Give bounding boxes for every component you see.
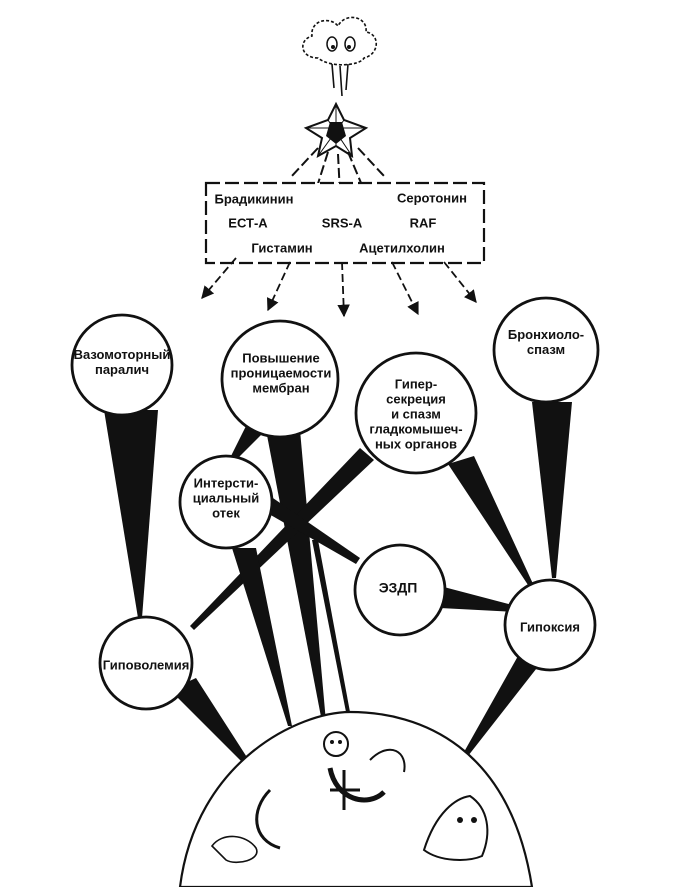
node-hypoxia: Гипоксия — [520, 619, 580, 635]
node-bronchiolospasm: Бронхиоло- спазм — [507, 327, 585, 357]
circle-hypersecretion — [354, 351, 478, 475]
circle-ezdp — [353, 543, 447, 637]
mediator-acetylcholine: Ацетилхолин — [359, 240, 445, 256]
mediator-box — [204, 181, 486, 265]
node-hypersecretion-spasm: Гипер- секреция и спазм гладкомышеч- ных… — [369, 376, 463, 452]
circle-permeability — [220, 319, 340, 439]
node-circles — [70, 296, 600, 711]
mediator-raf: RAF — [409, 215, 437, 231]
antigen-cloud-icon — [302, 16, 378, 97]
earth-globe-icon — [178, 710, 534, 887]
node-membrane-permeability: Повышение проницаемости мембран — [230, 350, 332, 396]
connectors — [104, 402, 572, 766]
circle-hypovolemia — [98, 615, 194, 711]
circle-edema — [178, 454, 274, 550]
node-ezdp: ЭЗДП — [378, 579, 418, 596]
circle-vasomotor — [70, 313, 174, 417]
node-vasomotor-paralysis: Вазомоторный паралич — [73, 347, 171, 377]
star-burst-icon — [303, 101, 369, 158]
circle-hypoxia — [503, 578, 597, 672]
node-hypovolemia: Гиповолемия — [102, 657, 190, 673]
node-interstitial-edema: Интерсти- циальный отек — [192, 475, 260, 521]
mediator-serotonin: Серотонин — [396, 190, 468, 206]
mediator-srs-a: SRS-A — [321, 215, 363, 231]
circle-bronchospasm — [492, 296, 600, 404]
mediator-histamine: Гистамин — [251, 240, 313, 256]
mediator-arrows — [201, 257, 477, 318]
mediator-bradykinin: Брадикинин — [214, 191, 294, 207]
mediator-ect-a: ЕСТ-А — [228, 215, 268, 231]
